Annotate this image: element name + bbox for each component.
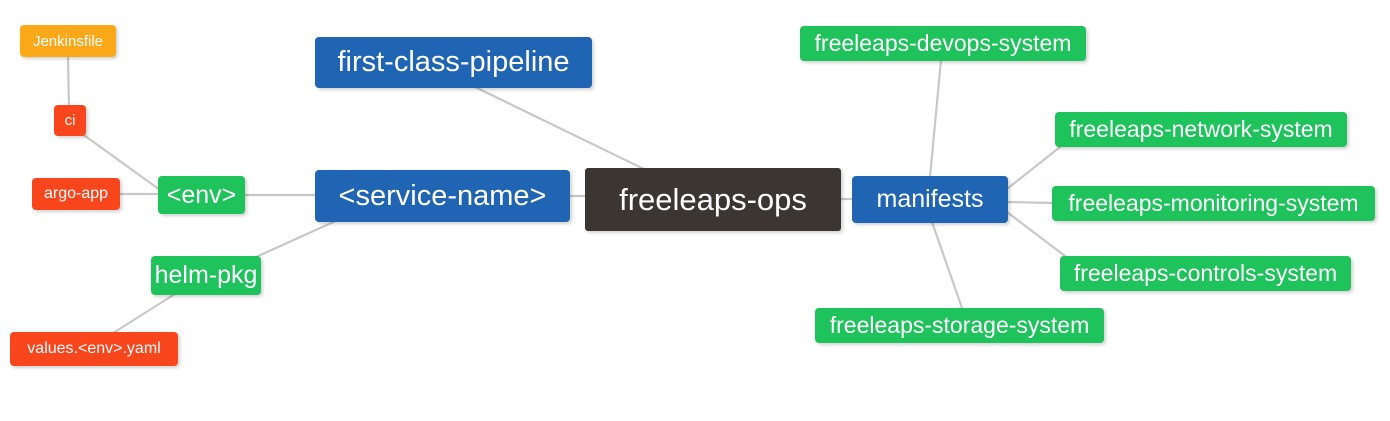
node-freeleaps-devops-system[interactable]: freeleaps-devops-system xyxy=(800,26,1086,61)
edge-jenkinsfile-ci xyxy=(66,55,71,112)
node-root-freeleaps-ops[interactable]: freeleaps-ops xyxy=(585,168,841,231)
node-first-class-pipeline[interactable]: first-class-pipeline xyxy=(315,37,592,88)
edge-manifests-network xyxy=(1005,145,1062,191)
node-label: argo-app xyxy=(43,185,109,202)
node-jenkinsfile[interactable]: Jenkinsfile xyxy=(20,25,116,57)
node-env[interactable]: <env> xyxy=(158,176,245,214)
node-label: freeleaps-controls-system xyxy=(1073,260,1338,286)
node-freeleaps-controls-system[interactable]: freeleaps-controls-system xyxy=(1060,256,1351,291)
edge-firstclasspipeline-root xyxy=(473,85,650,173)
node-label: freeleaps-devops-system xyxy=(814,30,1072,56)
edge-valuesyaml-helmpkg xyxy=(108,290,180,337)
edge-manifests-devops xyxy=(928,58,943,179)
node-label: freeleaps-ops xyxy=(619,182,807,217)
node-ci[interactable]: ci xyxy=(54,105,86,136)
node-label: <service-name> xyxy=(338,179,547,212)
node-freeleaps-storage-system[interactable]: freeleaps-storage-system xyxy=(815,308,1104,343)
edge-helmpkg-servicename xyxy=(243,217,342,264)
node-label: helm-pkg xyxy=(154,261,258,289)
edge-manifests-storage xyxy=(930,220,964,310)
node-freeleaps-monitoring-system[interactable]: freeleaps-monitoring-system xyxy=(1052,186,1375,221)
node-argo-app[interactable]: argo-app xyxy=(32,178,120,210)
edge-manifests-monitoring xyxy=(1006,200,1055,205)
node-label: manifests xyxy=(876,185,984,213)
node-label: freeleaps-storage-system xyxy=(829,312,1090,338)
node-label: Jenkinsfile xyxy=(32,32,104,50)
edge-manifests-controls xyxy=(1005,210,1067,258)
node-label: ci xyxy=(64,112,76,129)
node-label: <env> xyxy=(166,180,237,209)
node-label: values.<env>.yaml xyxy=(27,340,161,357)
node-values-yaml[interactable]: values.<env>.yaml xyxy=(10,332,178,366)
node-label: first-class-pipeline xyxy=(337,46,570,78)
node-helm-pkg[interactable]: helm-pkg xyxy=(151,256,261,295)
node-manifests[interactable]: manifests xyxy=(852,176,1008,223)
edge-ci-env xyxy=(79,131,162,192)
node-label: freeleaps-network-system xyxy=(1069,116,1333,142)
node-freeleaps-network-system[interactable]: freeleaps-network-system xyxy=(1055,112,1347,147)
node-label: freeleaps-monitoring-system xyxy=(1068,190,1359,216)
node-service-name[interactable]: <service-name> xyxy=(315,170,570,222)
